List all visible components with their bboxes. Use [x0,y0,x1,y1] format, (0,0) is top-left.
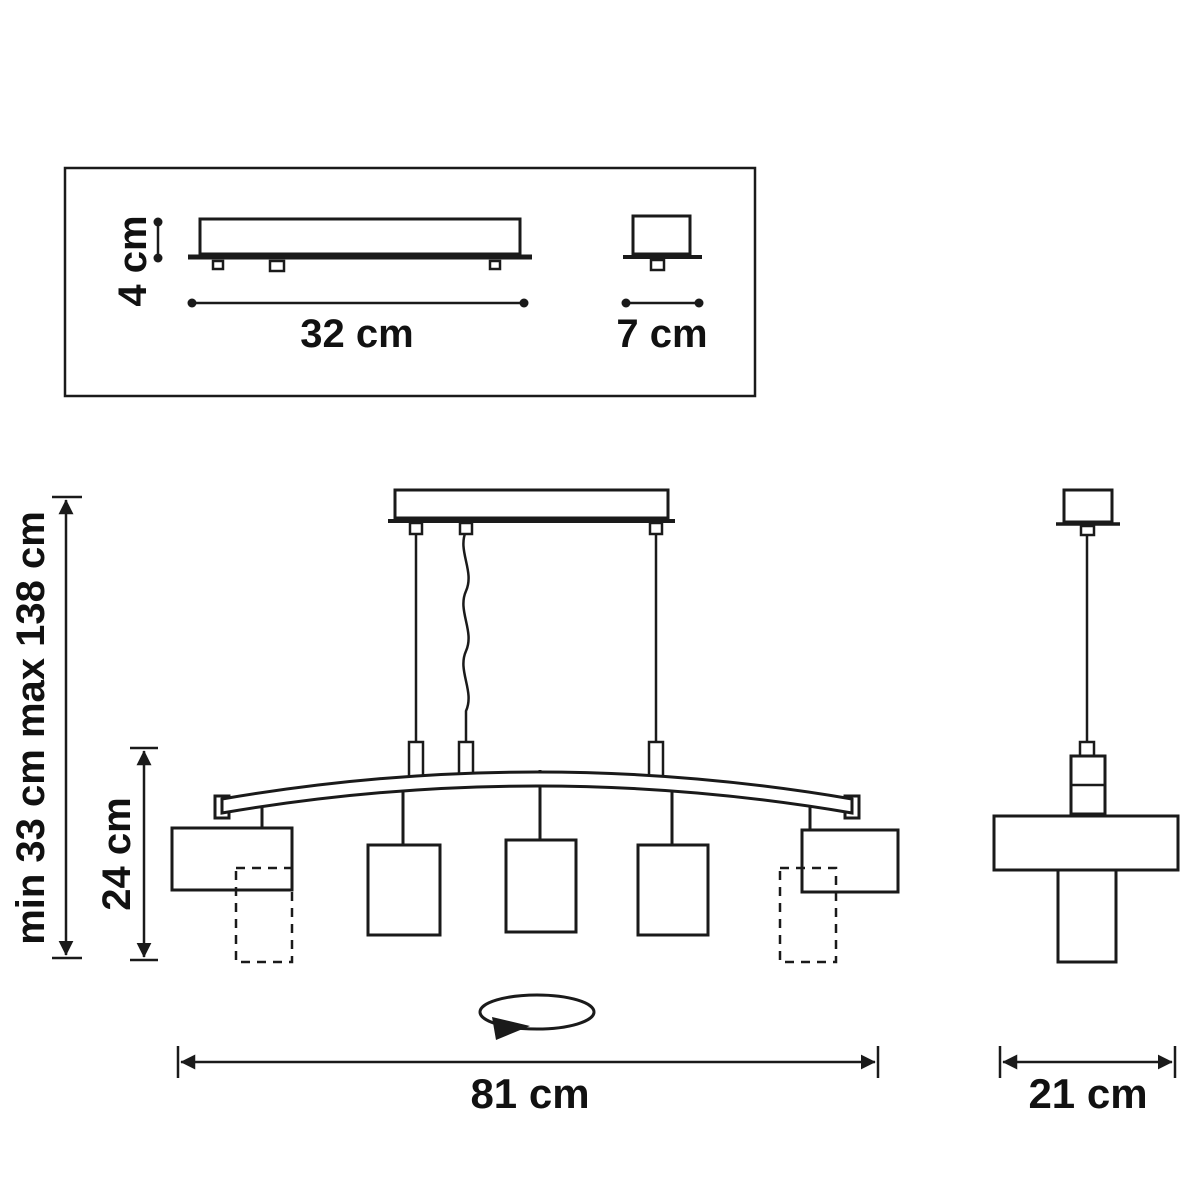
shade-horizontal-left [170,826,294,892]
shade-toward-viewer [992,814,1180,872]
ceiling-plate-side [1062,488,1114,524]
alternate-shade-positions [234,866,838,964]
dim-label-canopy-depth: 7 cm [616,312,707,356]
canopy-side-view [623,214,702,272]
shade-horizontal-right [800,828,900,894]
pendant-side-view [992,488,1180,964]
dim-body-height: 24 cm [95,746,158,962]
canopy-detail-inset: 4 cm 32 cm 7 cm [63,166,757,398]
dim-label-suspension-range: min 33 cm max 138 cm [9,511,53,945]
mount-clip [488,259,502,271]
shade-vertical [636,843,710,937]
shade-vertical [504,838,578,934]
rotation-arrow-icon [478,993,596,1040]
lamp-shades [170,826,900,937]
dim-label-canopy-length: 32 cm [300,312,413,356]
dim-label-body-depth: 21 cm [1028,1070,1147,1117]
dim-label-body-height: 24 cm [95,797,139,910]
dim-canopy-depth: 7 cm [616,298,708,356]
suspension-wires [414,530,658,748]
canopy-front-view [188,217,532,273]
wire-ferrule-side [1078,740,1096,758]
dim-suspension-range: min 33 cm max 138 cm [9,495,82,960]
dim-canopy-height: 4 cm [111,215,163,307]
mount-clip [268,259,286,273]
dim-label-canopy-height: 4 cm [111,215,155,306]
shade-vertical [366,843,442,937]
dim-body-depth: 21 cm [998,1046,1177,1117]
curved-bar [213,770,861,820]
dim-label-body-width: 81 cm [470,1070,589,1117]
dim-body-width: 81 cm [176,1046,880,1117]
dim-canopy-length: 32 cm [187,298,529,356]
inset-border [63,166,757,398]
power-cord [462,530,470,748]
mount-clip [211,259,225,271]
ceiling-plate [388,488,675,536]
pendant-front-view [170,488,900,1040]
shade-below-side [1056,868,1118,964]
mount-clip [649,258,666,272]
